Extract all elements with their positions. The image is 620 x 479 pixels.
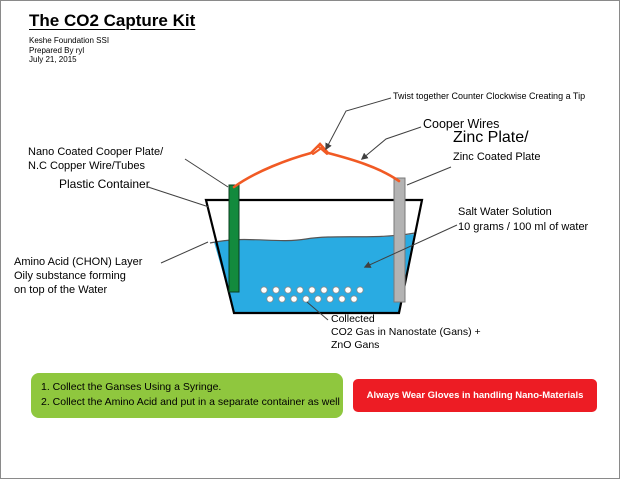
- amino-acid-leader-line: [160, 241, 209, 264]
- leader-lines: [147, 97, 458, 321]
- collected-gans-leader-line: [306, 301, 329, 321]
- date: July 21, 2015: [29, 55, 77, 64]
- salt-water: [214, 234, 414, 312]
- salt-water-leader-line: [363, 224, 458, 268]
- amino-acid-label-line3: on top of the Water: [14, 284, 108, 296]
- copper-wire-twist: [312, 146, 328, 155]
- nano-plate-label-line1: Nano Coated Cooper Plate/: [28, 146, 164, 158]
- collected-gans-label-line1: Collected: [331, 313, 375, 325]
- warning-text: Always Wear Gloves in handling Nano-Mate…: [366, 390, 584, 401]
- amino-acid-layer-line: [209, 232, 416, 244]
- zinc-plate-leader-line: [406, 166, 452, 186]
- header-meta: Keshe Foundation SSI Prepared By ryl Jul…: [29, 36, 109, 65]
- plastic-container-label: Plastic Container: [59, 177, 150, 191]
- plastic-container-leader-line: [147, 186, 210, 208]
- copper-wire-left: [232, 142, 401, 189]
- zinc-plate-label: Zinc Plate/: [453, 129, 529, 146]
- collected-gans-label-line2: CO2 Gas in Nanostate (Gans) +: [331, 326, 481, 338]
- cooper-wires-leader-line: [360, 126, 422, 160]
- cooper-wires-label: Cooper Wires: [423, 117, 500, 131]
- nano-plate-leader-line: [184, 158, 229, 188]
- plastic-container-outline: [204, 198, 424, 315]
- zinc-plate: [393, 177, 406, 303]
- instructions-line2: 2. Collect the Amino Acid and put in a s…: [41, 396, 340, 408]
- amino-acid-label-line2: Oily substance forming: [14, 270, 126, 282]
- nano-plate-label-line2: N.C Copper Wire/Tubes: [28, 160, 145, 172]
- collected-gans-label-line3: ZnO Gans: [331, 339, 380, 351]
- twist-leader-line: [325, 97, 392, 151]
- page-title: The CO2 Capture Kit: [29, 11, 196, 30]
- org-name: Keshe Foundation SSI: [29, 36, 110, 45]
- instructions-line1: 1. Collect the Ganses Using a Syringe.: [41, 381, 222, 393]
- prepared-by: Prepared By ryl: [29, 45, 85, 55]
- nano-copper-plate: [228, 184, 240, 293]
- twist-label: Twist together Counter Clockwise Creatin…: [393, 91, 586, 101]
- salt-water-label-line2: 10 grams / 100 ml of water: [458, 221, 589, 233]
- gans-bubbles: [260, 286, 364, 303]
- instructions-note: 1. Collect the Ganses Using a Syringe. 2…: [31, 373, 343, 418]
- salt-water-label-line1: Salt Water Solution: [458, 206, 552, 218]
- zinc-coated-plate-label: Zinc Coated Plate: [453, 151, 541, 163]
- amino-acid-label-line1: Amino Acid (CHON) Layer: [14, 256, 143, 268]
- warning-note: Always Wear Gloves in handling Nano-Mate…: [353, 379, 597, 412]
